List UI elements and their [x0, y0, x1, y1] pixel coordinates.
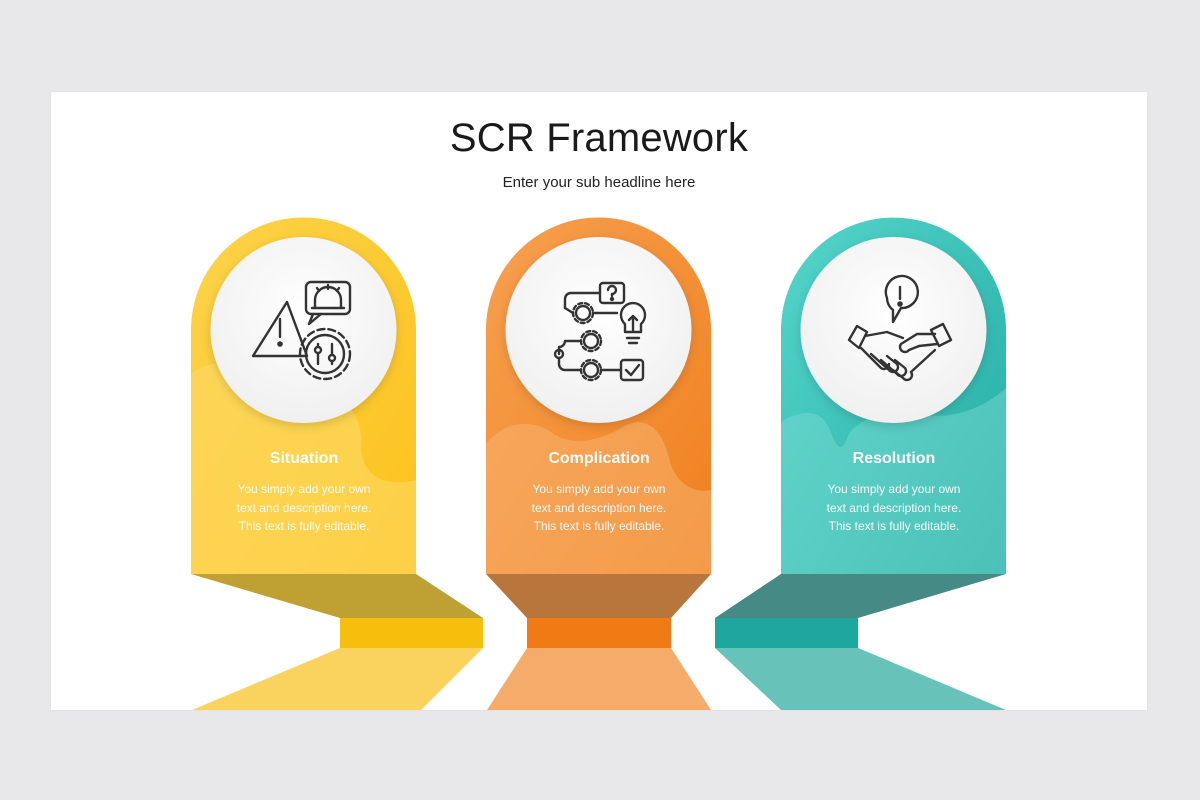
framework-diagram	[191, 217, 1006, 710]
situation-base-shade	[191, 574, 483, 618]
alert-siren-gear-icon	[251, 280, 352, 381]
complication-base-shade	[486, 574, 711, 618]
situation-wave-light	[191, 362, 416, 574]
situation-neck	[340, 618, 483, 648]
resolution-floor	[715, 648, 1006, 710]
complication-neck	[527, 618, 671, 648]
resolution-base-shade	[715, 574, 1006, 618]
resolution-title: Resolution	[852, 450, 936, 467]
resolution-neck	[715, 618, 858, 648]
complication-description: You simply add your own text and descrip…	[531, 482, 667, 533]
situation-card	[191, 217, 483, 710]
slide: SCR Framework Enter your sub headline he…	[51, 92, 1147, 710]
situation-description: You simply add your own text and descrip…	[236, 482, 372, 533]
resolution-wave-light	[781, 388, 1006, 574]
situation-floor	[192, 648, 483, 710]
resolution-icon-circle	[800, 237, 987, 423]
process-lightbulb-icon	[553, 281, 647, 382]
complication-title: Complication	[548, 450, 650, 467]
complication-floor	[487, 648, 711, 710]
resolution-description: You simply add your own text and descrip…	[826, 482, 962, 533]
situation-icon-circle	[210, 237, 397, 423]
page-subtitle: Enter your sub headline here	[502, 174, 696, 191]
page-title: SCR Framework	[449, 116, 749, 160]
complication-icon-circle	[505, 237, 692, 423]
complication-card	[486, 217, 711, 710]
complication-wave-light	[486, 422, 711, 574]
handshake-alert-icon	[847, 274, 953, 382]
resolution-card	[715, 217, 1006, 710]
situation-title: Situation	[269, 450, 339, 467]
